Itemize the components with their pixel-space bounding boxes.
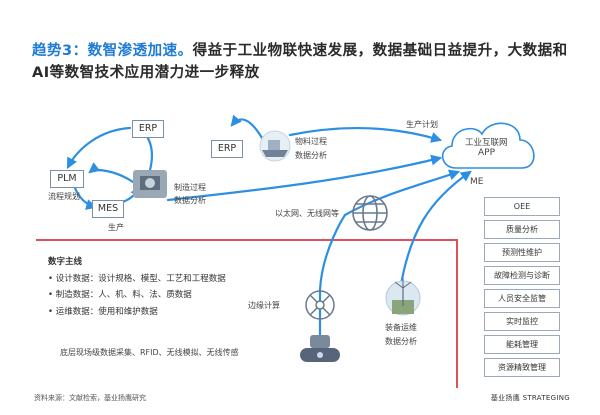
box-energy-management: 能耗管理 xyxy=(484,335,560,354)
arrow-erp-to-plm xyxy=(66,126,132,169)
field-sensor-icon xyxy=(300,335,340,362)
box-fault-diagnosis: 故障检测与诊断 xyxy=(484,266,560,285)
arrow-equip-to-cloud xyxy=(398,170,472,292)
ship-icon xyxy=(259,130,291,162)
box-realtime-monitoring: 实时监控 xyxy=(484,312,560,331)
erp-node-mid: ERP xyxy=(211,140,243,158)
label-product-process-1: 物料过程 xyxy=(295,137,327,146)
digital-thread-item: • 设计数据：设计规格、模型、工艺和工程数据 xyxy=(48,273,226,284)
boundary-red-line xyxy=(36,239,458,388)
digital-thread-item: • 运维数据：使用和维护数据 xyxy=(48,306,158,317)
label-production-plan: 生产计划 xyxy=(406,120,438,129)
cloud-label-line1: 工业互联网 xyxy=(465,138,508,148)
box-oee: OEE xyxy=(484,197,560,216)
box-predictive-maintenance: 预测性维护 xyxy=(484,243,560,262)
label-production: 生产 xyxy=(108,223,124,232)
network-globe-icon xyxy=(352,195,388,231)
cloud-icon xyxy=(441,122,535,169)
label-me: ME xyxy=(470,177,484,187)
label-mfg-process-1: 制造过程 xyxy=(174,183,206,192)
box-resource-management: 资源精致管理 xyxy=(484,358,560,377)
arrow-machine-to-cloud xyxy=(166,154,443,202)
label-equip-ops-1: 装备运维 xyxy=(385,323,417,332)
arrow-machine-to-plm xyxy=(88,162,135,184)
label-product-process-2: 数据分析 xyxy=(295,151,327,160)
arrow-edge-to-cloud xyxy=(318,213,347,292)
edge-computing-icon xyxy=(305,290,335,320)
arrow-ship-loop xyxy=(230,114,264,140)
digital-thread-header: 数字主线 xyxy=(48,257,83,267)
machine-icon xyxy=(133,170,167,198)
footer-brand: 基业扬鹰 STRATEGING xyxy=(490,394,570,402)
erp-node-left: ERP xyxy=(132,120,164,138)
label-edge-computing: 边缘计算 xyxy=(248,301,280,310)
equipment-turbine-icon xyxy=(385,278,421,316)
mes-node: MES xyxy=(92,200,124,218)
plm-node: PLM xyxy=(50,170,84,188)
label-field-data: 底层现场级数据采集、RFID、无线模拟、无线传感 xyxy=(60,348,239,357)
arrow-ship-to-cloud xyxy=(288,126,443,143)
arrow-network-to-cloud xyxy=(343,169,461,217)
title-highlight: 趋势3：数智渗透加速。 xyxy=(32,43,193,59)
label-mfg-process-2: 数据分析 xyxy=(174,196,206,205)
digital-thread-item: • 制造数据：人、机、料、法、质数据 xyxy=(48,290,192,300)
footer-source: 资料来源：文献检索，基业扬鹰研究 xyxy=(34,394,146,402)
title-rest: 得益于工业物联快速发展，数据基础日益提升，大数据和AI等数智技术应用潜力进一步释… xyxy=(32,43,568,81)
box-quality-analysis: 质量分析 xyxy=(484,220,560,239)
box-personnel-safety: 人员安全监管 xyxy=(484,289,560,308)
label-equip-ops-2: 数据分析 xyxy=(385,337,417,346)
page-title: 趋势3：数智渗透加速。得益于工业物联快速发展，数据基础日益提升，大数据和AI等数… xyxy=(32,40,572,84)
cloud-label-line2: APP xyxy=(478,148,496,158)
digital-thread: 数字主线 • 设计数据：设计规格、模型、工艺和工程数据 • 制造数据：人、机、料… xyxy=(48,254,226,320)
label-ethernet: 以太网、无线网等 xyxy=(275,209,339,218)
label-process-plan: 流程规划 xyxy=(48,192,80,201)
